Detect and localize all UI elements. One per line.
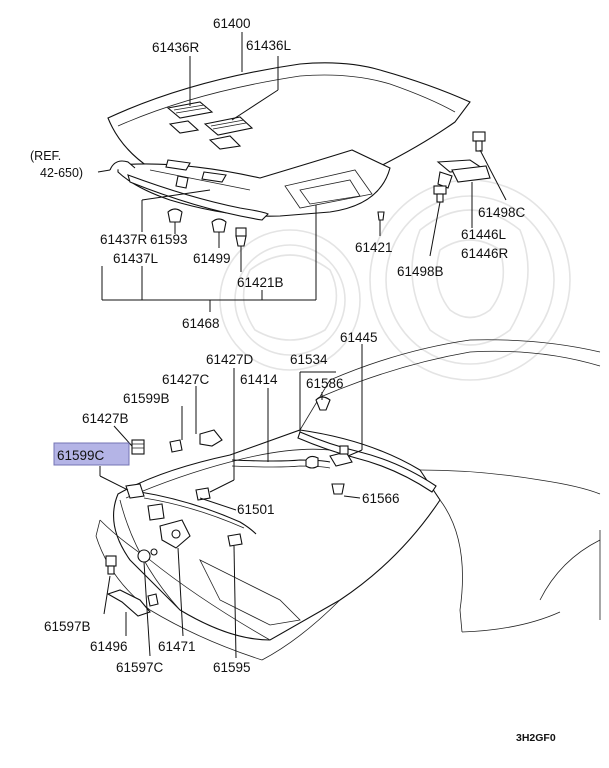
hood-latch-bracket: [147, 503, 165, 521]
label-61436L[interactable]: 61436L: [246, 38, 292, 53]
label-61421B[interactable]: 61421B: [237, 275, 284, 290]
rod-holder: [305, 455, 319, 469]
label-61437L[interactable]: 61437L: [113, 251, 159, 266]
label-61597C[interactable]: 61597C: [116, 660, 164, 675]
hood-scoop-left[interactable]: [203, 116, 254, 150]
label-61471[interactable]: 61471: [158, 639, 196, 654]
hood-hinge-61446[interactable]: [436, 159, 491, 189]
label-61468[interactable]: 61468: [182, 316, 220, 331]
label-61501[interactable]: 61501: [237, 502, 275, 517]
label-61597B[interactable]: 61597B: [44, 619, 91, 634]
clip-61421[interactable]: [377, 211, 385, 221]
label-61421[interactable]: 61421: [355, 240, 393, 255]
label-61437R[interactable]: 61437R: [100, 232, 148, 247]
label-61446L[interactable]: 61446L: [461, 227, 507, 242]
hood-stopper-61427D[interactable]: [195, 487, 211, 501]
label-61496[interactable]: 61496: [90, 639, 128, 654]
label-61599B[interactable]: 61599B: [123, 391, 170, 406]
hinge-bolt-61498B[interactable]: [433, 185, 447, 203]
clip-61599B[interactable]: [169, 439, 183, 453]
cowl-seal-61534[interactable]: [297, 431, 437, 493]
hood-cushion-61427B[interactable]: [131, 439, 145, 455]
hinge-bolt-61498C[interactable]: [472, 131, 486, 152]
label-61414[interactable]: 61414: [240, 372, 278, 387]
label-61499[interactable]: 61499: [193, 251, 231, 266]
support-holder-61445[interactable]: [329, 445, 353, 467]
label-61445[interactable]: 61445: [340, 330, 378, 345]
hood-lock-61471[interactable]: [159, 519, 191, 549]
label-61595[interactable]: 61595: [213, 660, 251, 675]
car-body-outline: [95, 339, 601, 661]
part-labels: 61400 61436R 61436L (REF. 42-650) 61498C…: [30, 16, 556, 744]
lock-support-61496[interactable]: [106, 589, 159, 617]
cable-clamp-61597C[interactable]: [137, 548, 158, 563]
hood-cushion-61427C[interactable]: [199, 429, 223, 447]
label-61586[interactable]: 61586: [306, 376, 344, 391]
ref-note-line1: (REF.: [30, 149, 61, 163]
label-61400[interactable]: 61400: [213, 16, 251, 31]
hood-scoop-right[interactable]: [166, 101, 214, 134]
hood-underside-clips: [165, 159, 227, 189]
hood-release-cable-61501[interactable]: [139, 491, 257, 535]
label-61436R[interactable]: 61436R: [152, 40, 200, 55]
bolt-61597B[interactable]: [105, 555, 117, 575]
label-61498C[interactable]: 61498C: [478, 205, 526, 220]
highlight-box-61599C: [53, 442, 130, 466]
clip-61595[interactable]: [227, 533, 243, 547]
label-61427C[interactable]: 61427C: [162, 372, 210, 387]
label-61593[interactable]: 61593: [150, 232, 188, 247]
clip-61586[interactable]: [315, 396, 331, 411]
label-61446R[interactable]: 61446R: [461, 246, 509, 261]
clip-61599C[interactable]: [125, 483, 145, 499]
ref-note-line2[interactable]: 42-650): [40, 166, 83, 180]
hood-weatherstrip-61437[interactable]: [109, 160, 269, 221]
label-61427B[interactable]: 61427B: [82, 411, 129, 426]
label-61534[interactable]: 61534: [290, 352, 328, 367]
clip-61566[interactable]: [331, 483, 345, 495]
diagram-code: 3H2GF0: [516, 732, 556, 744]
hood-bumper-61499[interactable]: [211, 218, 227, 233]
hood-bumper-61593[interactable]: [167, 208, 183, 223]
hood-bumper-61421B[interactable]: [235, 227, 247, 247]
label-61498B[interactable]: 61498B: [397, 264, 444, 279]
label-61566[interactable]: 61566: [362, 491, 400, 506]
label-61427D[interactable]: 61427D: [206, 352, 254, 367]
label-61599C[interactable]: 61599C: [57, 448, 105, 463]
